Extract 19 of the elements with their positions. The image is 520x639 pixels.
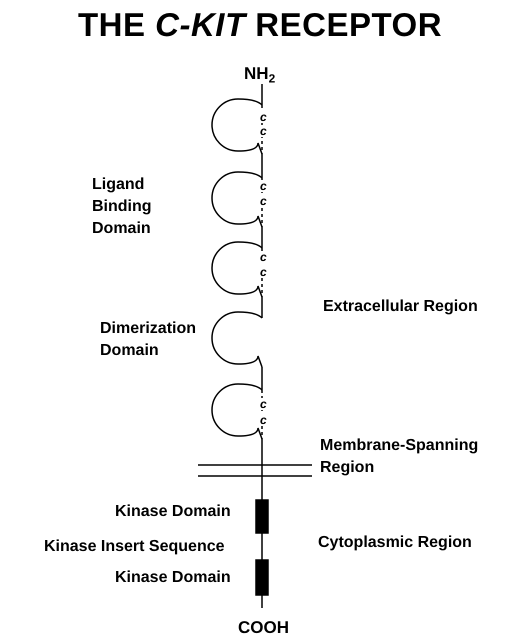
cysteine-label: c	[259, 251, 268, 263]
cysteine-label: c	[259, 180, 268, 192]
region-label: Cytoplasmic Region	[318, 533, 472, 553]
region-label: Ligand Binding Domain	[92, 175, 153, 239]
terminus-label: NH$_{2}$	[244, 63, 276, 85]
cysteine-label: c	[259, 111, 268, 123]
title: THE C-KIT RECEPTOR	[78, 6, 442, 44]
region-label: Membrane-Spanning Region	[320, 436, 480, 478]
cysteine-label: c	[259, 266, 268, 278]
region-label: Extracellular Region	[323, 297, 478, 317]
cysteine-label: c	[259, 195, 268, 207]
region-label: Kinase Domain	[115, 568, 231, 588]
region-label: Kinase Insert Sequence	[44, 537, 225, 557]
region-label: Kinase Domain	[115, 502, 231, 522]
cysteine-label: c	[259, 414, 268, 426]
region-label: Dimerization Domain	[100, 319, 198, 361]
terminus-label: COOH	[238, 617, 289, 639]
cysteine-label: c	[259, 398, 268, 410]
cysteine-label: c	[259, 125, 268, 137]
